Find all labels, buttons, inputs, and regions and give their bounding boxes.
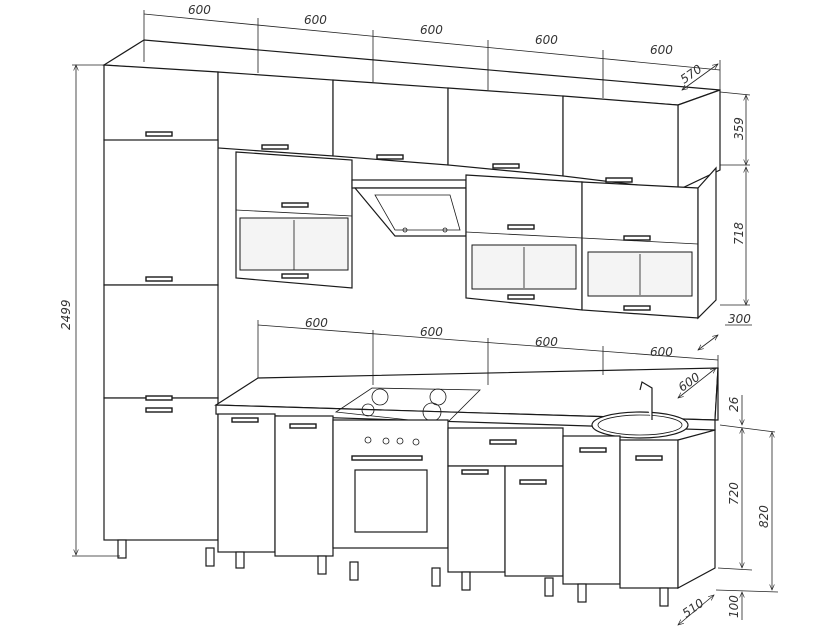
dim-base-4: 600 (650, 345, 673, 359)
dim-top-2: 600 (304, 13, 327, 27)
handle (145, 131, 173, 137)
dim-base-body-height: 720 (727, 482, 741, 505)
dim-total-height: 2499 (59, 299, 73, 330)
handle (605, 177, 633, 183)
dim-top-4: 600 (535, 33, 558, 47)
dim-lower-wall-depth: 300 (728, 312, 751, 326)
lower-wall-cabinets (235, 151, 717, 320)
dim-countertop: 26 (727, 396, 741, 412)
dim-lower-wall-height: 718 (732, 222, 746, 245)
dim-upper-height: 359 (732, 117, 746, 140)
dim-base-total-height: 820 (757, 505, 771, 528)
dim-base-depth: 510 (680, 596, 707, 621)
handle (376, 154, 404, 160)
dim-base-1: 600 (305, 316, 328, 330)
base-cabinets (214, 367, 719, 607)
handle (492, 163, 520, 169)
cooker-hood (351, 179, 467, 237)
sink (591, 411, 689, 439)
faucet (639, 381, 653, 420)
upper-cabinet-row (102, 39, 721, 191)
dim-top-5: 600 (650, 43, 673, 57)
dim-leg-height: 100 (727, 595, 741, 618)
dim-base-3: 600 (535, 335, 558, 349)
dim-top-1: 600 (188, 3, 211, 17)
tall-cabinet (103, 139, 219, 567)
dim-base-2: 600 (420, 325, 443, 339)
handle (261, 144, 289, 150)
dim-top-3: 600 (420, 23, 443, 37)
dim-upper-depth: 570 (678, 62, 705, 87)
